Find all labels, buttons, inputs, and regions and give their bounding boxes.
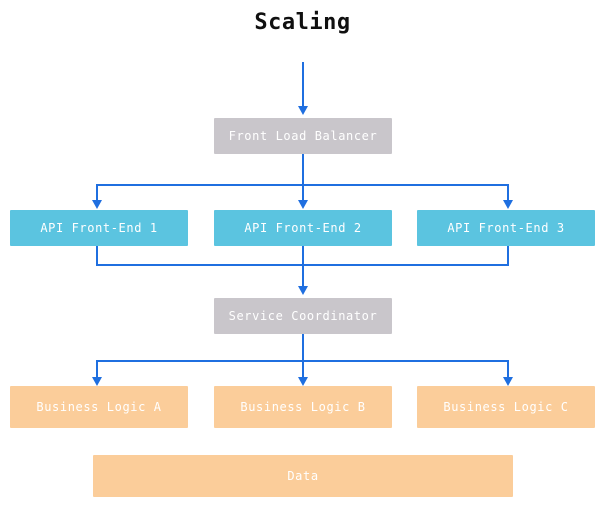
arrowhead-coordinator-to-logic-b — [298, 377, 308, 386]
edge-lb-trunk — [302, 154, 304, 186]
node-api-front-end-1[interactable]: API Front-End 1 — [10, 210, 188, 246]
node-business-logic-c-label: Business Logic C — [443, 400, 569, 414]
node-business-logic-b[interactable]: Business Logic B — [214, 386, 392, 428]
edge-coordinator-to-logic-a — [96, 360, 98, 380]
arrowhead-lb-to-api-2 — [298, 200, 308, 209]
arrowhead-lb-to-api-3 — [503, 200, 513, 209]
arrowhead-coordinator-to-logic-c — [503, 377, 513, 386]
node-front-load-balancer-label: Front Load Balancer — [228, 129, 378, 143]
node-service-coordinator[interactable]: Service Coordinator — [214, 298, 392, 334]
node-business-logic-a[interactable]: Business Logic A — [10, 386, 188, 428]
node-api-front-end-3[interactable]: API Front-End 3 — [417, 210, 595, 246]
edge-lb-to-api-1 — [96, 184, 98, 204]
node-data-label: Data — [287, 469, 319, 483]
node-service-coordinator-label: Service Coordinator — [228, 309, 378, 323]
edge-coordinator-trunk — [302, 334, 304, 362]
edge-ingress-to-load-balancer — [302, 62, 304, 108]
arrowhead-ingress-to-load-balancer — [298, 106, 308, 115]
node-business-logic-c[interactable]: Business Logic C — [417, 386, 595, 428]
node-data[interactable]: Data — [93, 455, 513, 497]
arrowhead-coordinator-to-logic-a — [92, 377, 102, 386]
arrowhead-lb-to-api-1 — [92, 200, 102, 209]
edge-lb-to-api-3 — [507, 184, 509, 204]
node-front-load-balancer[interactable]: Front Load Balancer — [214, 118, 392, 154]
edge-api-3-down — [507, 246, 509, 266]
node-business-logic-a-label: Business Logic A — [36, 400, 162, 414]
node-api-front-end-2-label: API Front-End 2 — [244, 221, 362, 235]
node-business-logic-b-label: Business Logic B — [240, 400, 366, 414]
node-api-front-end-3-label: API Front-End 3 — [447, 221, 565, 235]
node-api-front-end-1-label: API Front-End 1 — [40, 221, 158, 235]
arrowhead-api-to-service-coordinator — [298, 286, 308, 295]
edge-coordinator-to-logic-b — [302, 360, 304, 380]
edge-lb-to-api-2 — [302, 184, 304, 204]
edge-coordinator-to-logic-c — [507, 360, 509, 380]
page-title: Scaling — [254, 10, 351, 35]
edge-api-merge-trunk — [302, 264, 304, 288]
node-api-front-end-2[interactable]: API Front-End 2 — [214, 210, 392, 246]
edge-api-2-down — [302, 246, 304, 266]
edge-api-1-down — [96, 246, 98, 266]
